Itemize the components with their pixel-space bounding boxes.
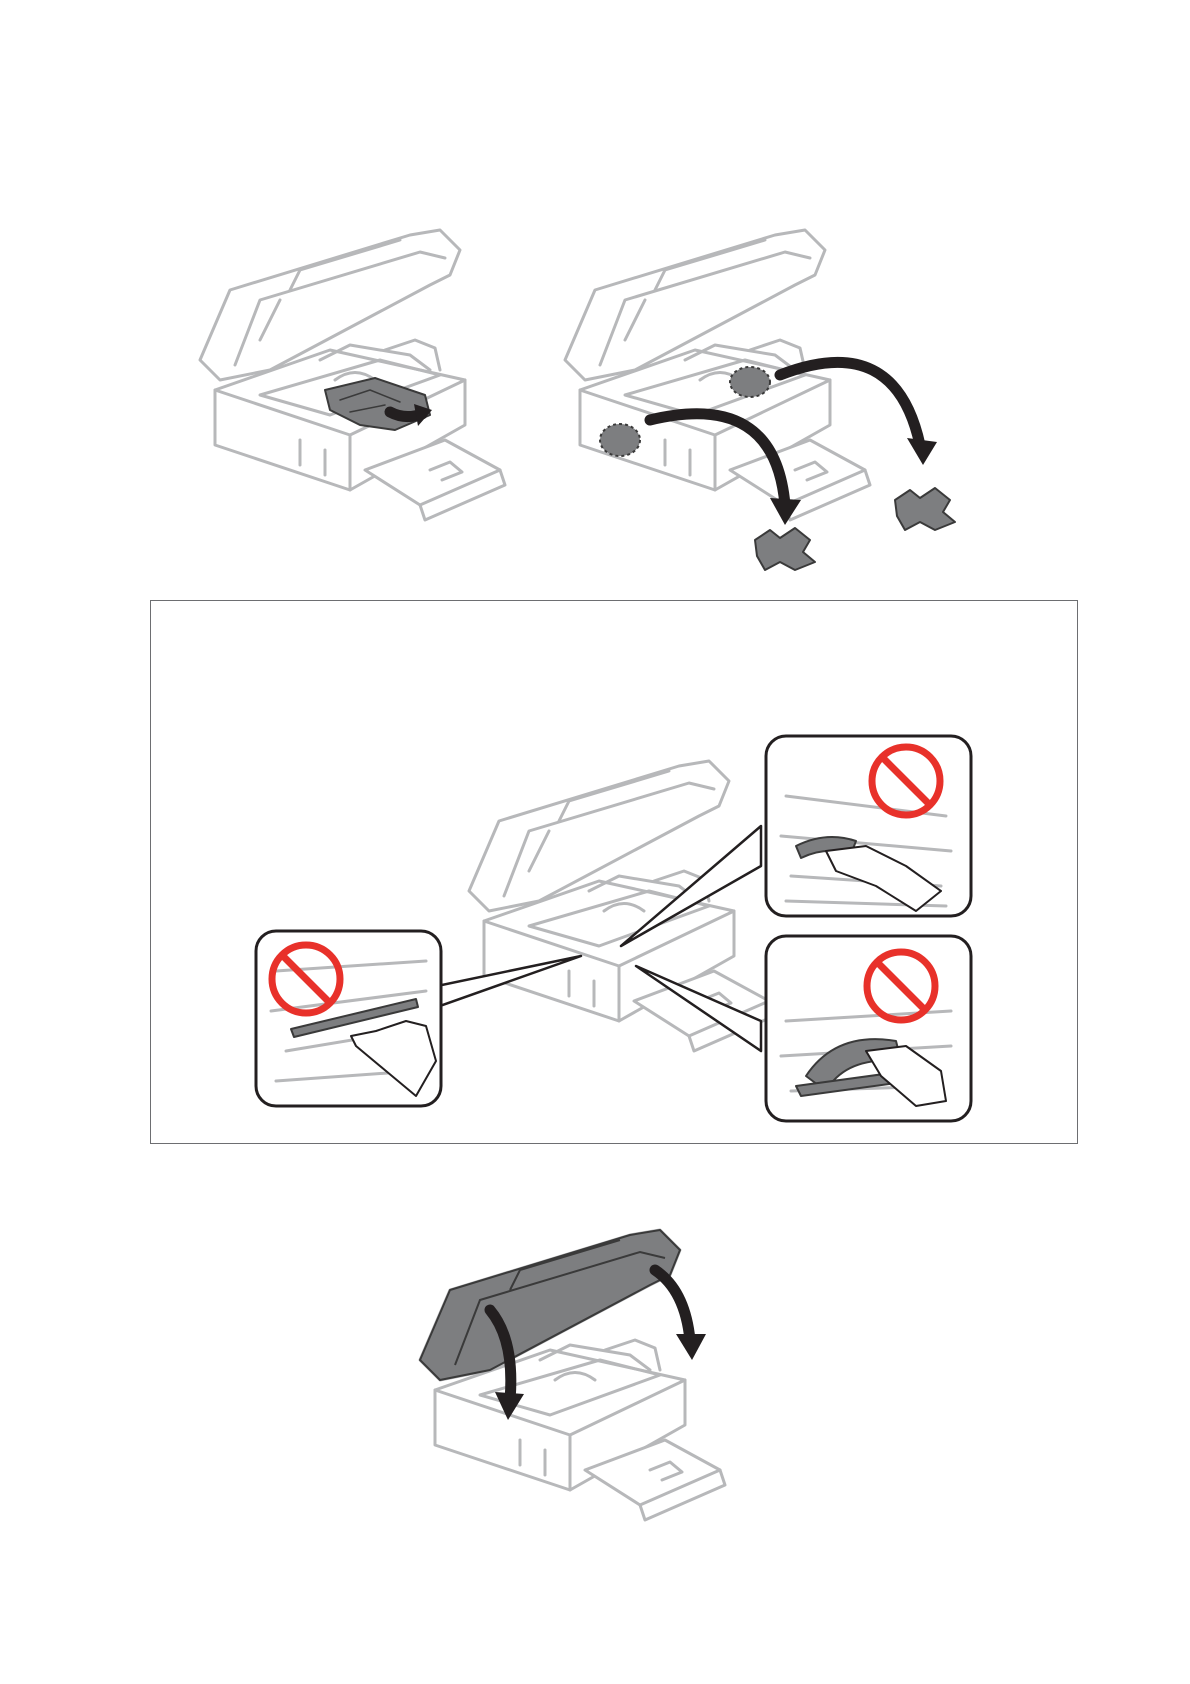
- inset-top-right: [766, 736, 971, 916]
- torn-piece-b: [730, 367, 770, 397]
- crumpled-paper-b: [895, 488, 955, 530]
- printer-right: [565, 230, 955, 570]
- figure-caution: [151, 601, 1079, 1145]
- do-not-touch-illustration: [151, 601, 1079, 1145]
- figure-top: [180, 210, 1020, 570]
- printer-bottom: [420, 1230, 725, 1520]
- close-scanner-illustration: [400, 1220, 800, 1550]
- inset-bottom-right: [766, 936, 971, 1121]
- printer-left: [200, 230, 505, 520]
- torn-piece-a: [600, 424, 640, 456]
- jam-removal-illustration: [180, 210, 1020, 570]
- crumpled-paper-a: [755, 528, 815, 570]
- inset-left: [256, 931, 441, 1106]
- figure-close-scanner: [400, 1220, 800, 1550]
- close-arrow-right: [655, 1270, 690, 1340]
- caution-box: [150, 600, 1078, 1144]
